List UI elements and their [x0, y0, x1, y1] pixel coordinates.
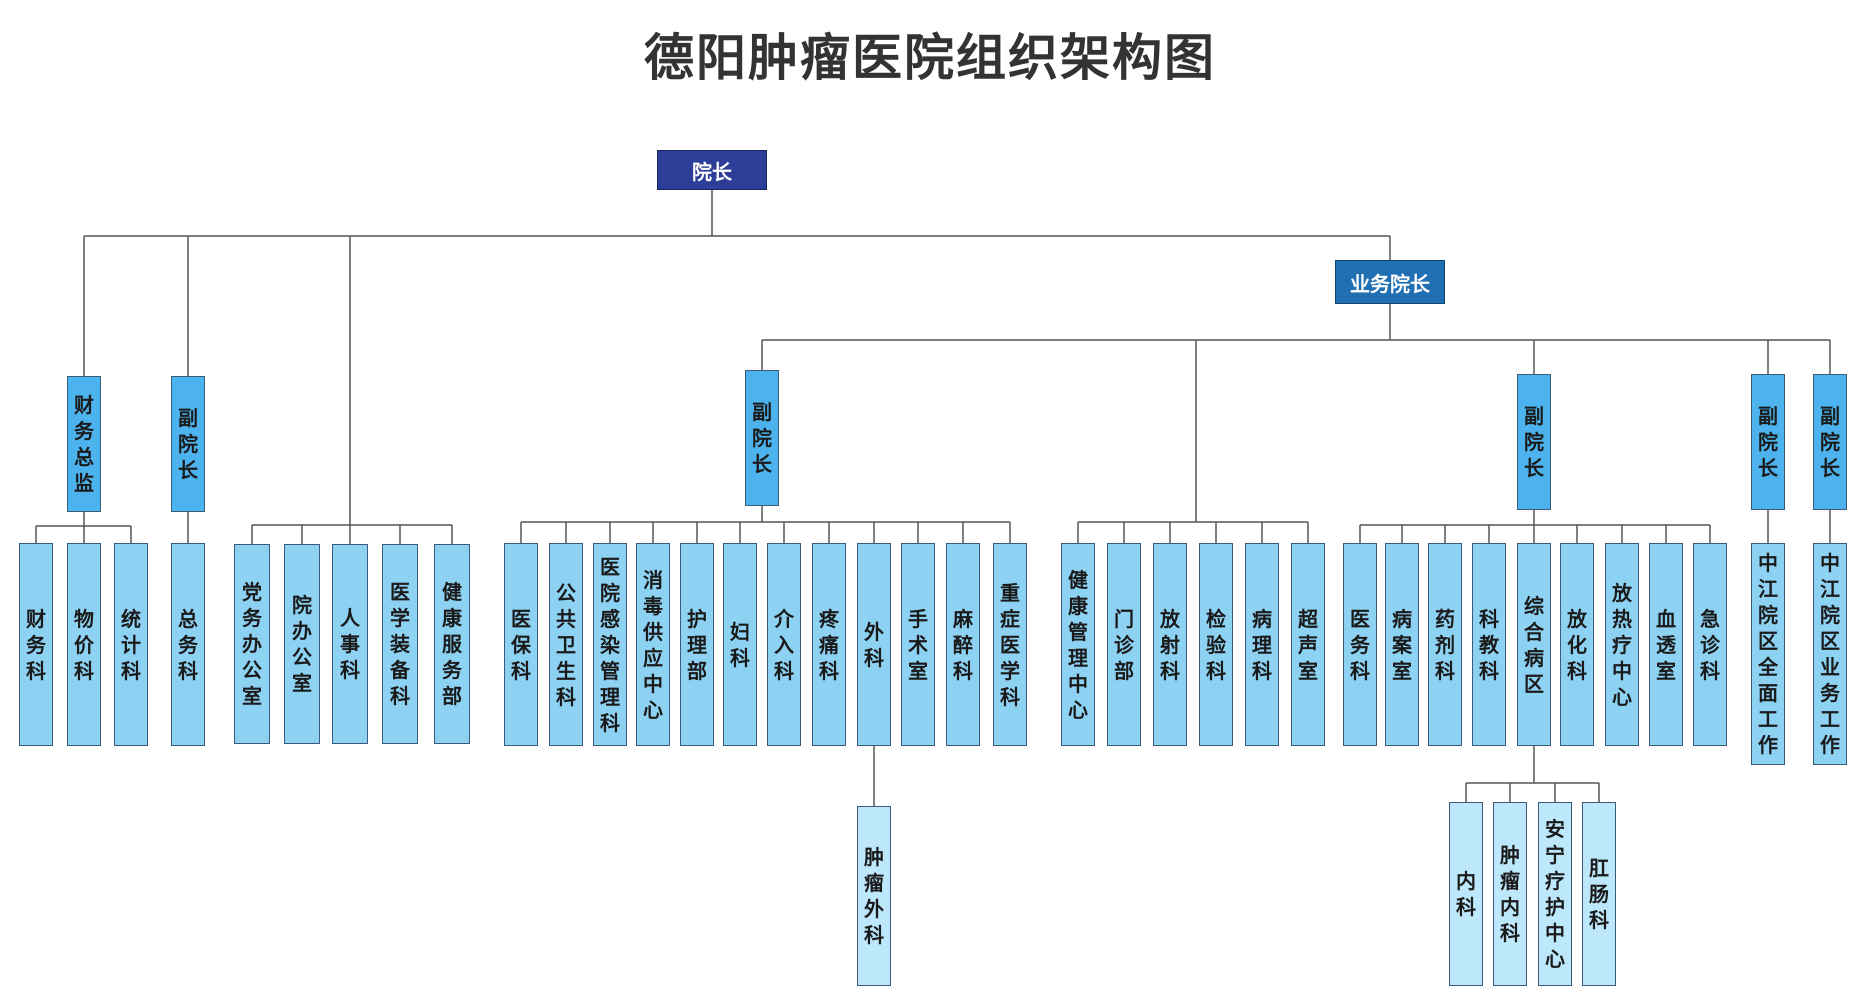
vp-zhongjiang-b-node: 副院长 — [1813, 374, 1847, 510]
dept-hyperthermia-center: 放热疗中心 — [1605, 543, 1639, 746]
vp-clinical-a-node: 副院长 — [745, 370, 779, 506]
dept-health-service: 健康服务部 — [434, 544, 470, 744]
chart-title: 德阳肿瘤医院组织架构图 — [644, 28, 1216, 87]
vp-clinical-b-node: 副院长 — [1517, 374, 1551, 510]
dept-education: 科教科 — [1472, 543, 1506, 746]
dept-public-health: 公共卫生科 — [549, 543, 583, 746]
dept-operating-room: 手术室 — [901, 543, 935, 746]
dept-pain: 疼痛科 — [812, 543, 846, 746]
dept-surgery: 外科 — [857, 543, 891, 746]
dept-ultrasound: 超声室 — [1291, 543, 1325, 746]
dept-medical-affairs: 医务科 — [1343, 543, 1377, 746]
dept-outpatient: 门诊部 — [1107, 543, 1141, 746]
dept-radiochemo: 放化科 — [1560, 543, 1594, 746]
dept-equipment: 医学装备科 — [382, 544, 418, 744]
dept-infection-control: 医院感染管理科 — [593, 543, 627, 746]
dept-disinfection-center: 消毒供应中心 — [636, 543, 670, 746]
dept-internal-medicine: 内科 — [1449, 802, 1483, 986]
dept-oncology-surgery: 肿瘤外科 — [857, 806, 891, 986]
dept-general-affairs: 总务科 — [171, 543, 205, 746]
dept-interventional: 介入科 — [767, 543, 801, 746]
vp-zhongjiang-a-node: 副院长 — [1751, 374, 1785, 510]
dept-emergency: 急诊科 — [1693, 543, 1727, 746]
dept-laboratory: 检验科 — [1199, 543, 1233, 746]
finance-director-node: 财务总监 — [67, 376, 101, 512]
dept-anesthesia: 麻醉科 — [946, 543, 980, 746]
dept-finance: 财务科 — [19, 543, 53, 746]
dept-health-mgmt-center: 健康管理中心 — [1061, 543, 1095, 746]
dept-party-office: 党务办公室 — [234, 544, 270, 744]
dept-pricing: 物价科 — [67, 543, 101, 746]
business-vp-node: 业务院长 — [1335, 260, 1445, 304]
dept-icu: 重症医学科 — [993, 543, 1027, 746]
dept-zhongjiang-overall: 中江院区全面工作 — [1751, 543, 1785, 765]
dept-hospice-center: 安宁疗护中心 — [1538, 802, 1572, 986]
dept-anorectal: 肛肠科 — [1582, 802, 1616, 986]
vp-admin-node: 副院长 — [171, 376, 205, 512]
dept-pharmacy: 药剂科 — [1428, 543, 1462, 746]
dept-hr: 人事科 — [332, 544, 368, 744]
dept-medical-insurance: 医保科 — [504, 543, 538, 746]
dept-hospital-office: 院办公室 — [284, 544, 320, 744]
dept-radiology: 放射科 — [1153, 543, 1187, 746]
dept-records-room: 病案室 — [1385, 543, 1419, 746]
dept-oncology-internal: 肿瘤内科 — [1493, 802, 1527, 986]
dept-nursing: 护理部 — [680, 543, 714, 746]
dept-gynecology: 妇科 — [723, 543, 757, 746]
dept-pathology: 病理科 — [1245, 543, 1279, 746]
president-node: 院长 — [657, 150, 767, 190]
dept-general-ward: 综合病区 — [1517, 543, 1551, 746]
dept-dialysis: 血透室 — [1649, 543, 1683, 746]
dept-zhongjiang-business: 中江院区业务工作 — [1813, 543, 1847, 765]
dept-statistics: 统计科 — [114, 543, 148, 746]
